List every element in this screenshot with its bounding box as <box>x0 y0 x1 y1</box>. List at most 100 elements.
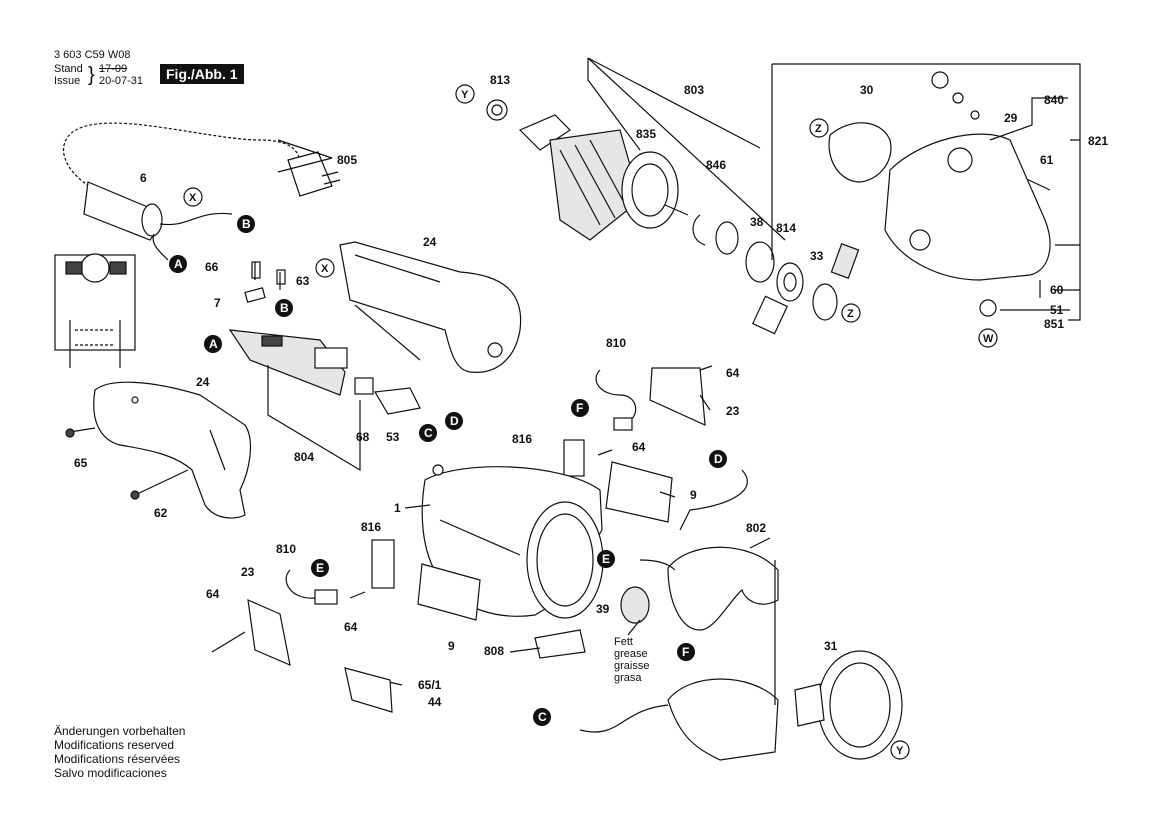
part-label: 64 <box>344 620 358 634</box>
marker-w: W <box>983 333 994 345</box>
marker-x: X <box>321 263 329 275</box>
marker-e: E <box>316 561 324 575</box>
part-label: 66 <box>205 260 219 274</box>
marker-f: F <box>682 645 689 659</box>
marker-f: F <box>576 401 583 415</box>
part-label: 31 <box>824 639 838 653</box>
part-label: 44 <box>428 695 442 709</box>
part-label: 804 <box>294 450 314 464</box>
part-label: 30 <box>860 83 874 97</box>
grease-de: Fett <box>614 636 633 648</box>
part-number-labels: 813 803 30 840 29 821 61 835 846 38 814 … <box>74 73 1108 709</box>
marker-y: Y <box>461 89 469 101</box>
doc-number: 3 603 C59 W08 <box>54 49 131 61</box>
part-label: 9 <box>448 639 455 653</box>
marker-z: Z <box>847 308 854 320</box>
handle-top-drawing <box>339 241 522 373</box>
part-label: 23 <box>241 565 255 579</box>
marker-a: A <box>174 257 183 271</box>
switch-assembly-drawing <box>228 261 421 472</box>
part-label: 835 <box>636 127 656 141</box>
note-fr: Modifications réservées <box>54 752 181 766</box>
part-label: 840 <box>1044 93 1064 107</box>
part-label: 33 <box>810 249 824 263</box>
flange-drawing <box>794 650 903 760</box>
switch-cover-drawing <box>344 667 393 713</box>
armature-drawing <box>486 99 689 241</box>
part-label: 851 <box>1044 317 1064 331</box>
marker-x: X <box>189 192 197 204</box>
part-label: 65/1 <box>418 678 442 692</box>
part-label: 62 <box>154 506 168 520</box>
part-label: 51 <box>1050 303 1064 317</box>
part-label: 821 <box>1088 134 1108 148</box>
part-label: 23 <box>726 404 740 418</box>
modification-notes: Änderungen vorbehalten Modifications res… <box>54 724 185 780</box>
part-label: 64 <box>632 440 646 454</box>
part-label: 805 <box>337 153 357 167</box>
figure-label: Fig./Abb. 1 <box>160 64 244 84</box>
marker-b: B <box>242 217 251 231</box>
fan-drawing <box>620 586 650 624</box>
part-label: 64 <box>726 366 740 380</box>
marker-y: Y <box>896 745 904 757</box>
part-label: 810 <box>606 336 626 350</box>
grease-note: Fett grease graisse grasa <box>614 619 649 684</box>
part-label: 1 <box>394 501 401 515</box>
old-date: 17-09 <box>99 63 128 75</box>
part-label: 814 <box>776 221 796 235</box>
part-label: 61 <box>1040 153 1054 167</box>
outlined-markers: Y Z X X Z W Y <box>183 84 998 760</box>
part-label: 24 <box>423 235 437 249</box>
circuit-schematic <box>54 253 136 368</box>
note-es: Salvo modificaciones <box>54 766 167 780</box>
handle-bottom-drawing <box>93 381 251 519</box>
note-en: Modifications reserved <box>54 738 175 752</box>
marker-d: D <box>714 452 723 466</box>
part-label: 803 <box>684 83 704 97</box>
part-label: 29 <box>1004 111 1018 125</box>
part-label: 813 <box>490 73 510 87</box>
grease-en: grease <box>614 648 648 660</box>
part-label: 24 <box>196 375 210 389</box>
stand-label: Stand <box>54 63 83 75</box>
part-label: 38 <box>750 215 764 229</box>
part-label: 7 <box>214 296 221 310</box>
grease-es: grasa <box>614 672 642 684</box>
power-cord-drawing <box>60 120 341 261</box>
date-brace: } <box>88 64 95 86</box>
new-date: 20-07-31 <box>99 75 144 87</box>
bearings-drawing <box>692 214 860 335</box>
part-label: 39 <box>596 602 610 616</box>
part-label: 53 <box>386 430 400 444</box>
marker-c: C <box>424 426 433 440</box>
marker-d: D <box>450 414 459 428</box>
part-label: 9 <box>690 488 697 502</box>
marker-b: B <box>280 301 289 315</box>
marker-a: A <box>209 337 218 351</box>
part-label: 810 <box>276 542 296 556</box>
part-label: 65 <box>74 456 88 470</box>
part-label: 802 <box>746 521 766 535</box>
part-label: 808 <box>484 644 504 658</box>
filled-markers: B A B A C D F D E E F C <box>169 215 727 726</box>
gear-housing-drawing <box>828 71 1051 317</box>
part-label: 64 <box>206 587 220 601</box>
note-de: Änderungen vorbehalten <box>54 724 186 738</box>
marker-z: Z <box>815 123 822 135</box>
part-label: 846 <box>706 158 726 172</box>
plates-drawing <box>417 461 673 659</box>
part-label: 6 <box>140 171 147 185</box>
field-coil-drawing <box>579 469 779 761</box>
issue-label: Issue <box>54 75 81 87</box>
marker-c: C <box>538 710 547 724</box>
brush-holders-drawing <box>247 367 706 666</box>
marker-e: E <box>602 552 610 566</box>
part-label: 816 <box>512 432 532 446</box>
grease-fr: graisse <box>614 660 649 672</box>
part-label: 68 <box>356 430 370 444</box>
part-label: 60 <box>1050 283 1064 297</box>
leader-lines <box>277 57 1081 705</box>
